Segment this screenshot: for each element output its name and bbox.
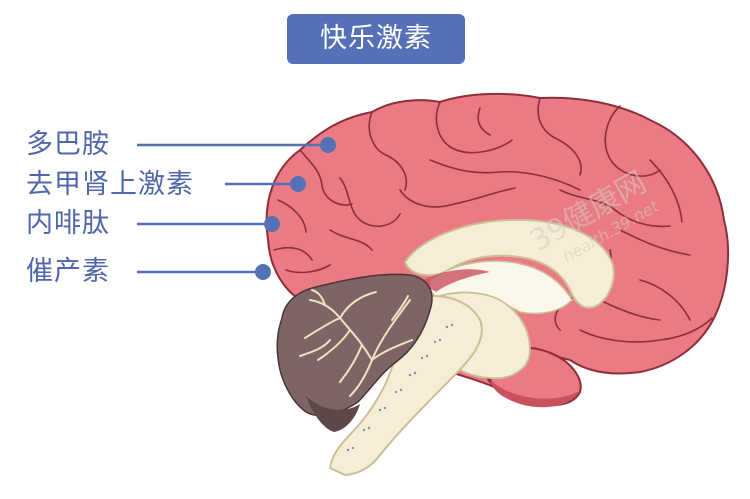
label-connectors	[137, 137, 336, 280]
gyri-lines	[273, 97, 713, 343]
label-endorphin: 内啡肽	[26, 208, 110, 239]
corpus-callosum	[403, 218, 615, 309]
label-dopamine: 多巴胺	[26, 129, 110, 160]
brainstem-dots	[346, 323, 454, 452]
label-norepinephrine: 去甲肾上激素	[26, 169, 194, 200]
title-badge: 快乐激素	[287, 14, 465, 64]
label-oxytocin: 催产素	[26, 256, 110, 287]
arbor-vitae	[299, 289, 413, 397]
cerebellum	[276, 273, 433, 417]
